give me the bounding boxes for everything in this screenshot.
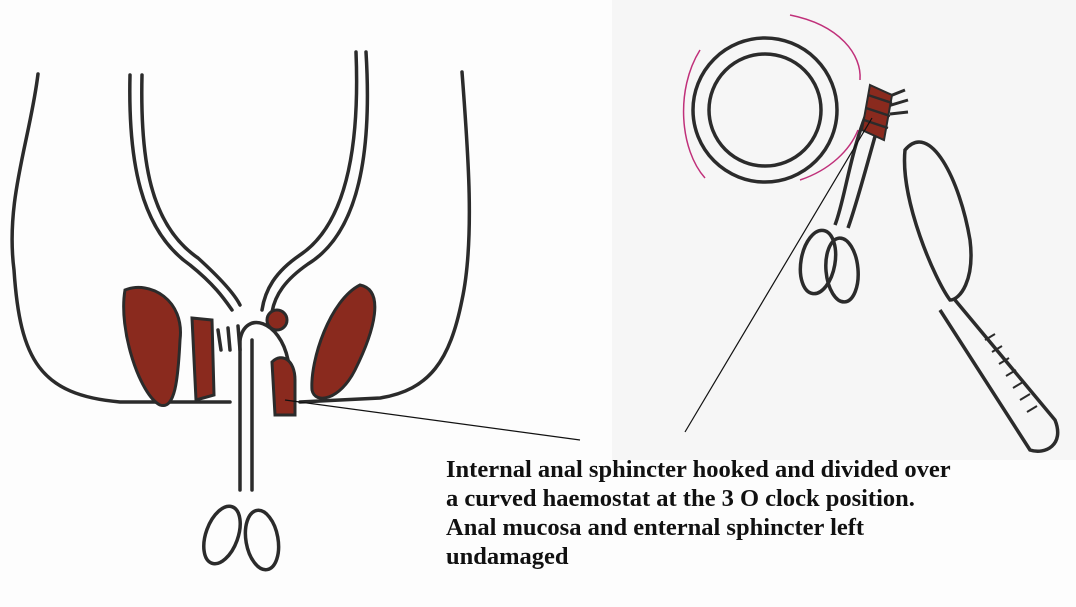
- anal-canal-left-inner: [140, 73, 242, 307]
- anal-canal-left-outer: [128, 73, 234, 312]
- sphincter-muscles: [122, 283, 377, 417]
- scalpel-handle-grip: [984, 333, 1038, 413]
- pointer-lines: [284, 117, 873, 441]
- motion-lines: [682, 14, 861, 181]
- anatomy-left: [10, 50, 472, 572]
- pointer-right: [684, 117, 873, 433]
- caption-line: undamaged: [446, 543, 569, 570]
- caption: Internal anal sphincter hooked and divid…: [446, 455, 951, 571]
- instruments-right: [691, 36, 1060, 453]
- suture-ring-inner: [707, 52, 823, 168]
- caption-line: a curved haemostat at the 3 O clock posi…: [446, 485, 915, 512]
- scissor-ring-left: [798, 228, 838, 296]
- caption-line: Anal mucosa and enternal sphincter left: [446, 514, 865, 541]
- caption-line: Internal anal sphincter hooked and divid…: [446, 456, 951, 483]
- scalpel-blade: [902, 140, 973, 302]
- anal-mucosa-divided: [265, 308, 289, 332]
- internal-sphincter-right: [270, 356, 297, 417]
- haemostat-ring-right: [243, 508, 281, 572]
- pointer-left: [284, 399, 581, 441]
- scalpel-handle: [938, 298, 1060, 453]
- right-panel-background: [612, 0, 1076, 460]
- buttock-left-outline: [10, 72, 232, 404]
- suture-ring-outer: [691, 36, 839, 184]
- external-sphincter-left: [122, 285, 182, 407]
- anal-canal-right-inner: [270, 50, 370, 314]
- suture-coil: [860, 83, 894, 142]
- scissor-ring-right: [824, 236, 860, 304]
- internal-sphincter-left: [190, 316, 216, 402]
- external-sphincter-right: [310, 283, 377, 400]
- buttock-right-outline: [298, 70, 472, 404]
- haemostat-hook: [238, 320, 290, 362]
- intersphincteric-marks: [216, 324, 242, 352]
- anal-canal-right-outer: [260, 50, 359, 312]
- haemostat-ring-left: [202, 504, 242, 566]
